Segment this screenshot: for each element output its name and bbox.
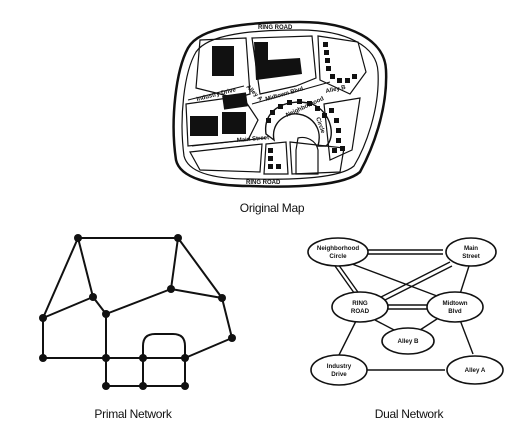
midtown-line [251, 81, 331, 105]
dual-label: Main [464, 245, 478, 252]
dual-label: Alley B [398, 338, 420, 345]
primal-node [89, 293, 97, 301]
ring-road-outline [172, 20, 388, 188]
building [254, 42, 302, 80]
primal-node [74, 234, 82, 242]
dual-node-alley-b: Alley B [381, 327, 435, 355]
building [222, 112, 246, 134]
ring-road-inner [181, 29, 379, 180]
industry-drive-line [187, 85, 245, 101]
primal-node [218, 294, 226, 302]
dual-node-main-street: Main Street [445, 237, 497, 267]
dual-label: Midtown [442, 300, 467, 307]
dual-label: Circle [329, 253, 347, 260]
dual-label: RING [352, 300, 368, 307]
dual-edges [334, 249, 474, 371]
dual-label: Street [462, 253, 480, 260]
block-right-mid [323, 97, 361, 161]
dual-node-neighborhood: Neighborhood Circle [307, 237, 369, 267]
dual-node-ring-road: RING ROAD [331, 291, 389, 323]
caption-dual-network: Dual Network [374, 407, 444, 421]
primal-node [102, 310, 110, 318]
dual-label: Industry [327, 363, 352, 370]
label-circle: Circle [314, 117, 326, 135]
dual-node-midtown: Midtown Blvd [426, 291, 484, 323]
dual-label: Alley A [465, 367, 486, 374]
block-bottom-center [263, 141, 289, 175]
primal-node [39, 354, 47, 362]
primal-node [181, 354, 189, 362]
primal-nodes [39, 234, 236, 390]
label-alley-b: Alley B [325, 85, 347, 95]
dual-node-alley-a: Alley A [446, 355, 504, 385]
dual-label: Blvd [448, 308, 462, 315]
label-main-street: Main Street [237, 135, 270, 144]
dual-label: ROAD [351, 308, 370, 315]
primal-node [181, 382, 189, 390]
primal-node [102, 354, 110, 362]
block-top-mid [251, 35, 317, 95]
primal-node [228, 334, 236, 342]
main-street-line [191, 137, 267, 147]
primal-node [167, 285, 175, 293]
primal-node [102, 382, 110, 390]
primal-node [39, 314, 47, 322]
primal-node [139, 354, 147, 362]
dual-node-industry: Industry Drive [310, 354, 368, 386]
label-ring-road-top: RING ROAD [258, 25, 293, 31]
building [212, 46, 234, 76]
houses [266, 42, 357, 169]
dual-label: Drive [331, 371, 347, 378]
caption-primal-network: Primal Network [94, 407, 172, 421]
dual-label: Neighborhood [317, 245, 359, 252]
primal-edges [42, 237, 233, 387]
primal-node [174, 234, 182, 242]
primal-node [139, 382, 147, 390]
block-right-top [317, 35, 367, 95]
center-bulb [295, 136, 319, 175]
block-bottom-left [189, 143, 263, 173]
building [222, 92, 248, 110]
building [190, 116, 218, 136]
label-ring-road-bottom: RING ROAD [246, 180, 281, 186]
caption-original-map: Original Map [239, 201, 305, 215]
